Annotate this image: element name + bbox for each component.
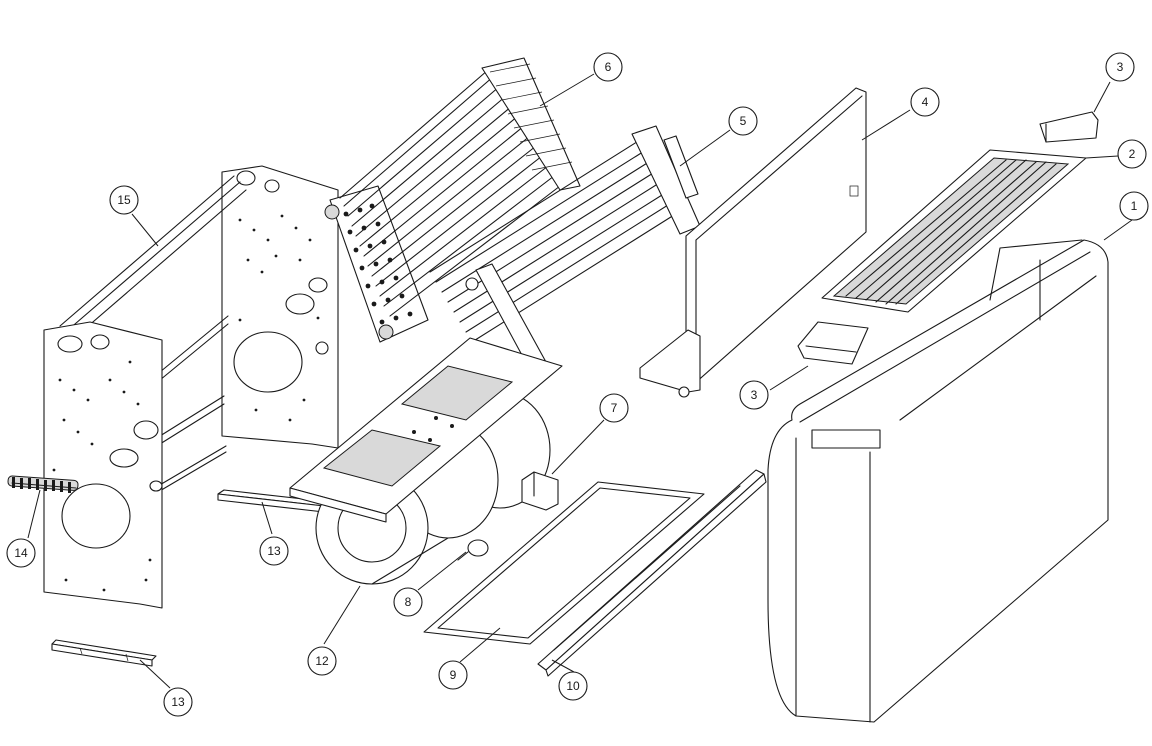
part-4-back-panel — [639, 87, 867, 398]
callout-6-label: 6 — [605, 60, 612, 74]
callout-3-bottom: 3 — [739, 380, 769, 410]
callout-12: 12 — [307, 646, 337, 676]
part-2-top-grille — [821, 149, 1087, 313]
part-3-end-caps — [797, 111, 1099, 365]
callout-10-label: 10 — [566, 679, 580, 693]
callout-4-label: 4 — [922, 95, 929, 109]
callout-8: 8 — [393, 587, 423, 617]
callout-3-bottom-label: 3 — [751, 388, 758, 402]
callout-1-label: 1 — [1131, 199, 1138, 213]
part-12-blower-assembly — [289, 337, 563, 585]
callout-9-label: 9 — [450, 668, 457, 682]
callout-3-top-label: 3 — [1117, 60, 1124, 74]
callout-14: 14 — [6, 538, 36, 568]
callout-15: 15 — [109, 185, 139, 215]
callout-7-label: 7 — [611, 401, 618, 415]
leader-lines — [27, 73, 1133, 689]
callout-4: 4 — [910, 87, 940, 117]
part-14-heater-element — [7, 475, 79, 493]
callout-3-top: 3 — [1105, 52, 1135, 82]
callout-7: 7 — [599, 393, 629, 423]
callout-5-label: 5 — [740, 114, 747, 128]
callout-13-lower-label: 13 — [171, 695, 185, 709]
part-15-side-panels — [43, 165, 339, 609]
part-13-brackets — [51, 489, 331, 667]
callout-13-upper: 13 — [259, 536, 289, 566]
callout-10: 10 — [558, 671, 588, 701]
callout-8-label: 8 — [405, 595, 412, 609]
callout-2-label: 2 — [1129, 147, 1136, 161]
callout-9: 9 — [438, 660, 468, 690]
part-1-cabinet — [767, 239, 1109, 723]
callout-1: 1 — [1119, 191, 1149, 221]
callout-5: 5 — [728, 106, 758, 136]
callout-2: 2 — [1117, 139, 1147, 169]
part-8-knob — [457, 539, 489, 561]
callout-13-lower: 13 — [163, 687, 193, 717]
part-5-coil-frame — [429, 125, 701, 380]
part-6-coil — [324, 57, 581, 343]
callout-6: 6 — [593, 52, 623, 82]
callout-15-label: 15 — [117, 193, 131, 207]
part-10-rail — [537, 469, 767, 677]
callout-14-label: 14 — [14, 546, 28, 560]
part-7-clip — [521, 471, 559, 511]
callout-13-upper-label: 13 — [267, 544, 281, 558]
callout-12-label: 12 — [315, 654, 329, 668]
part-9-filter-frame — [423, 481, 705, 645]
